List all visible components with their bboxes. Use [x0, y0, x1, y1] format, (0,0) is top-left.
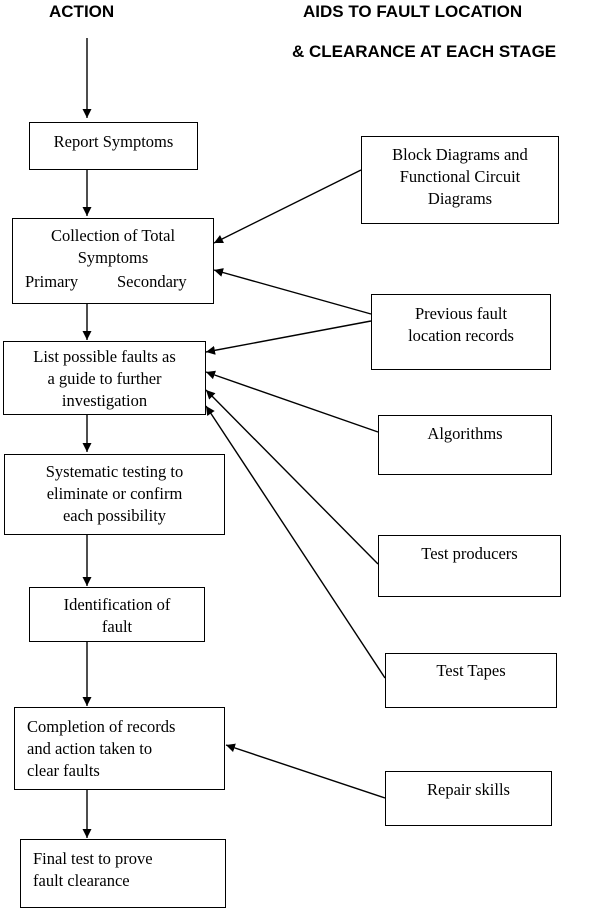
step-label: each possibility — [62, 506, 167, 525]
list-possible-faults-box: List possible faults as a guide to furth… — [3, 341, 206, 415]
arrow-records-to-list — [205, 320, 372, 355]
step-label: Final test to prove — [33, 849, 153, 868]
step-label: Collection of Total — [50, 226, 176, 245]
aid-label: Functional Circuit — [399, 167, 521, 186]
step-label: Report Symptoms — [53, 132, 174, 151]
aid-label: Diagrams — [427, 189, 493, 208]
completion-of-records-box: Completion of records and action taken t… — [14, 707, 225, 790]
arrow-block-diagrams-to-collection — [213, 169, 362, 244]
aids-column-header-line-2: & CLEARANCE AT EACH STAGE — [292, 42, 557, 61]
repair-skills-box: Repair skills — [385, 771, 552, 826]
arrow-repair-skills-to-completion — [225, 743, 386, 799]
step-label: investigation — [61, 391, 148, 410]
arrow-test-tapes-to-list — [205, 405, 386, 679]
arrow-records-to-collection — [213, 268, 372, 315]
step-label: clear faults — [27, 761, 100, 780]
step-label: eliminate or confirm — [46, 484, 183, 503]
step-label: Completion of records — [27, 717, 176, 736]
block-diagrams-box: Block Diagrams and Functional Circuit Di… — [361, 136, 559, 224]
step-label: a guide to further — [47, 369, 162, 388]
primary-label: Primary — [25, 272, 79, 291]
aid-label: Repair skills — [427, 780, 510, 799]
step-label: Identification of — [63, 595, 171, 614]
action-column-header: ACTION — [49, 2, 115, 21]
step-label: Systematic testing to — [45, 462, 184, 481]
aid-label: location records — [408, 326, 514, 345]
collection-of-symptoms-box: Collection of Total Symptoms Primary Sec… — [12, 218, 214, 304]
identification-of-fault-box: Identification of fault — [29, 587, 205, 642]
test-tapes-box: Test Tapes — [385, 653, 557, 708]
aid-label: Test producers — [421, 544, 518, 563]
arrow-algorithms-to-list — [205, 370, 379, 433]
step-label: fault — [101, 617, 133, 636]
step-label: and action taken to — [27, 739, 153, 758]
test-producers-box: Test producers — [378, 535, 561, 597]
aid-label: Previous fault — [414, 304, 508, 323]
aid-label: Algorithms — [427, 424, 503, 443]
aid-label: Test Tapes — [436, 661, 506, 680]
report-symptoms-box: Report Symptoms — [29, 122, 198, 170]
aids-column-header-line-1: AIDS TO FAULT LOCATION — [303, 2, 523, 21]
step-label: List possible faults as — [33, 347, 176, 366]
final-test-box: Final test to prove fault clearance — [20, 839, 226, 908]
step-label: fault clearance — [33, 871, 130, 890]
systematic-testing-box: Systematic testing to eliminate or confi… — [4, 454, 225, 535]
step-label: Symptoms — [77, 248, 149, 267]
secondary-label: Secondary — [117, 272, 187, 291]
arrow-test-producers-to-list — [205, 389, 379, 565]
algorithms-box: Algorithms — [378, 415, 552, 475]
previous-fault-records-box: Previous fault location records — [371, 294, 551, 370]
aid-label: Block Diagrams and — [392, 145, 528, 164]
